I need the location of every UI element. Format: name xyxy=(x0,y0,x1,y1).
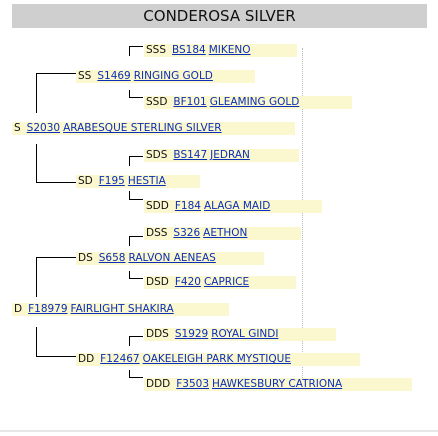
horse-name-link[interactable]: JEDRAN xyxy=(210,149,250,161)
connector-sd-h xyxy=(36,182,76,183)
horse-name-link[interactable]: OAKELEIGH PARK MYSTIQUE xyxy=(142,353,291,365)
page-title: CONDEROSA SILVER xyxy=(12,4,427,28)
horse-name-link[interactable]: AETHON xyxy=(203,227,248,239)
relation-label: DSS xyxy=(146,227,168,239)
horse-name-link[interactable]: RALVON AENEAS xyxy=(128,252,216,264)
connector-ds-h xyxy=(36,257,76,258)
registration-link[interactable]: BF101 xyxy=(173,96,207,108)
connector-dd-h xyxy=(36,356,76,357)
registration-link[interactable]: BS184 xyxy=(172,44,206,56)
connector-sdd xyxy=(129,191,130,199)
connector-ds xyxy=(36,257,37,297)
connector-ssd xyxy=(129,90,130,98)
registration-link[interactable]: BS147 xyxy=(173,149,208,161)
relation-label: DDD xyxy=(146,378,171,390)
connector-dd xyxy=(36,327,37,357)
registration-link[interactable]: S658 xyxy=(98,252,126,264)
connector-dds-h xyxy=(129,336,143,337)
connector-ss-h xyxy=(36,73,76,74)
relation-label: S xyxy=(14,122,21,134)
connector-dss xyxy=(129,236,130,246)
relation-label: SSD xyxy=(146,96,168,108)
horse-name-link[interactable]: ROYAL GINDI xyxy=(211,328,279,340)
registration-link[interactable]: F12467 xyxy=(100,353,140,365)
relation-label: SDD xyxy=(146,200,169,212)
horse-name-link[interactable]: HESTIA xyxy=(127,175,166,187)
registration-link[interactable]: F195 xyxy=(98,175,125,187)
horse-name-link[interactable]: ALAGA MAID xyxy=(203,200,271,212)
registration-link[interactable]: F184 xyxy=(174,200,201,212)
relation-label: DD xyxy=(78,353,95,365)
horse-name-link[interactable]: FAIRLIGHT SHAKIRA xyxy=(70,303,174,315)
connector-dsd xyxy=(129,271,130,279)
relation-label: SDS xyxy=(146,149,168,161)
connector-sss xyxy=(129,46,130,56)
connector-sds xyxy=(129,156,130,166)
connector-sds-h xyxy=(129,156,143,157)
connector-sss-h xyxy=(129,46,143,47)
connector-sd xyxy=(36,144,37,182)
horse-name-link[interactable]: ARABESQUE STERLING SILVER xyxy=(63,122,222,134)
connector-ddd xyxy=(129,370,130,378)
relation-label: SS xyxy=(78,70,92,82)
connector-sdd-h xyxy=(129,199,143,200)
connector-dsd-h xyxy=(129,278,143,279)
relation-label: SSS xyxy=(146,44,166,56)
registration-link[interactable]: F18979 xyxy=(28,303,68,315)
registration-link[interactable]: F420 xyxy=(174,276,201,288)
relation-label: SD xyxy=(78,175,93,187)
registration-link[interactable]: S326 xyxy=(173,227,201,239)
horse-name-link[interactable]: GLEAMING GOLD xyxy=(209,96,300,108)
bottom-divider xyxy=(0,430,438,432)
horse-name-link[interactable]: MIKENO xyxy=(208,44,251,56)
registration-link[interactable]: F3503 xyxy=(176,378,210,390)
horse-name-link[interactable]: RINGING GOLD xyxy=(133,70,213,82)
connector-dds xyxy=(129,336,130,346)
relation-label: DDS xyxy=(146,328,169,340)
horse-name-link[interactable]: CAPRICE xyxy=(203,276,250,288)
registration-link[interactable]: S1929 xyxy=(174,328,209,340)
horse-name-link[interactable]: HAWKESBURY CATRIONA xyxy=(212,378,343,390)
relation-label: DSD xyxy=(146,276,169,288)
guide-line xyxy=(302,48,304,388)
registration-link[interactable]: S1469 xyxy=(97,70,131,82)
relation-label: DS xyxy=(78,252,93,264)
connector-ssd-h xyxy=(129,97,143,98)
registration-link[interactable]: S2030 xyxy=(26,122,61,134)
connector-dss-h xyxy=(129,236,143,237)
connector-ddd-h xyxy=(129,377,143,378)
relation-label: D xyxy=(14,303,23,315)
connector-ss xyxy=(36,73,37,113)
